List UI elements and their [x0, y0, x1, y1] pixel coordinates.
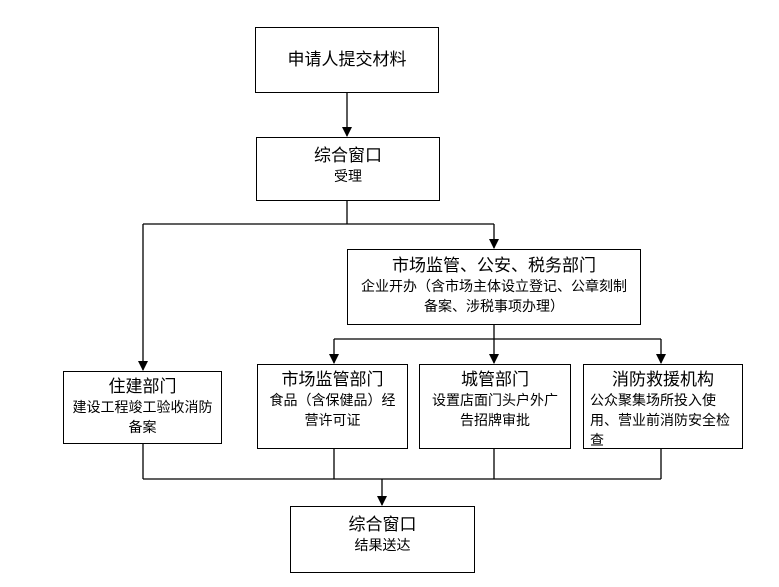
node-market-food-dept-title: 市场监管部门 [281, 370, 384, 390]
node-market-police-tax: 市场监管、公安、税务部门 企业开办（含市场主体设立登记、公章刻制备案、涉税事项办… [347, 249, 641, 325]
node-window-accept: 综合窗口 受理 [256, 137, 440, 201]
node-housing-dept-title: 住建部门 [108, 377, 177, 397]
node-window-accept-body: 受理 [334, 169, 362, 185]
node-market-police-tax-body: 企业开办（含市场主体设立登记、公章刻制备案、涉税事项办理） [361, 279, 627, 315]
node-market-food-dept-body: 食品（含保健品）经营许可证 [269, 393, 396, 429]
node-housing-dept: 住建部门 建设工程竣工验收消防备案 [63, 371, 222, 444]
node-urban-mgmt-dept-body: 设置店面门头户外广告招牌审批 [432, 393, 558, 429]
node-applicant-submit: 申请人提交材料 [255, 27, 439, 93]
node-fire-rescue: 消防救援机构 公众聚集场所投入使用、营业前消防安全检查 [583, 364, 743, 449]
node-applicant-submit-title: 申请人提交材料 [287, 50, 407, 70]
node-market-food-dept: 市场监管部门 食品（含保健品）经营许可证 [257, 364, 408, 449]
node-fire-rescue-body: 公众聚集场所投入使用、营业前消防安全检查 [590, 393, 730, 449]
node-market-police-tax-title: 市场监管、公安、税务部门 [392, 256, 596, 276]
node-window-deliver: 综合窗口 结果送达 [290, 506, 475, 573]
node-housing-dept-body: 建设工程竣工验收消防备案 [72, 400, 213, 436]
node-window-deliver-title: 综合窗口 [348, 515, 417, 535]
node-urban-mgmt-dept: 城管部门 设置店面门头户外广告招牌审批 [419, 364, 571, 449]
node-urban-mgmt-dept-title: 城管部门 [461, 370, 529, 390]
node-window-deliver-body: 结果送达 [354, 538, 411, 554]
node-window-accept-title: 综合窗口 [314, 146, 382, 166]
node-fire-rescue-title: 消防救援机构 [612, 370, 714, 390]
